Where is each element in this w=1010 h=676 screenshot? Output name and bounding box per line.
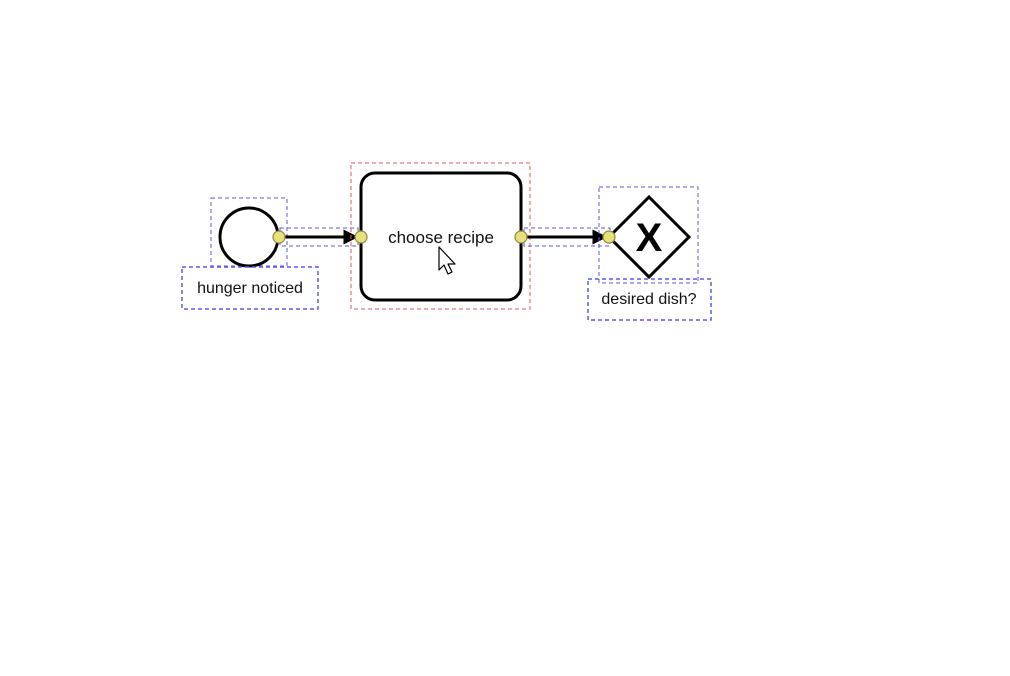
gateway-label-group[interactable]: desired dish?: [587, 278, 712, 321]
gateway-selection-box: [598, 186, 699, 284]
gateway-label-box: [587, 278, 712, 321]
gateway-label: desired dish?: [601, 291, 696, 308]
sequence-flow-start-to-task[interactable]: [279, 227, 359, 247]
anchor-start-out[interactable]: [272, 230, 286, 244]
mouse-cursor-icon: [438, 246, 456, 275]
task[interactable]: choose recipe: [350, 162, 531, 310]
anchor-task-in[interactable]: [354, 230, 368, 244]
anchor-task-out[interactable]: [514, 230, 528, 244]
gateway-diamond[interactable]: [606, 194, 692, 280]
start-event-circle[interactable]: [218, 206, 280, 268]
gateway-x-icon: X: [636, 216, 663, 260]
start-event-label-box: [181, 266, 319, 310]
exclusive-gateway[interactable]: X: [598, 186, 699, 284]
sequence-flow-task-to-gateway[interactable]: [522, 227, 611, 247]
task-label: choose recipe: [388, 228, 494, 247]
start-event-label-group[interactable]: hunger noticed: [181, 266, 319, 310]
start-event-label: hunger noticed: [197, 280, 303, 297]
anchor-gateway-in[interactable]: [602, 230, 616, 244]
